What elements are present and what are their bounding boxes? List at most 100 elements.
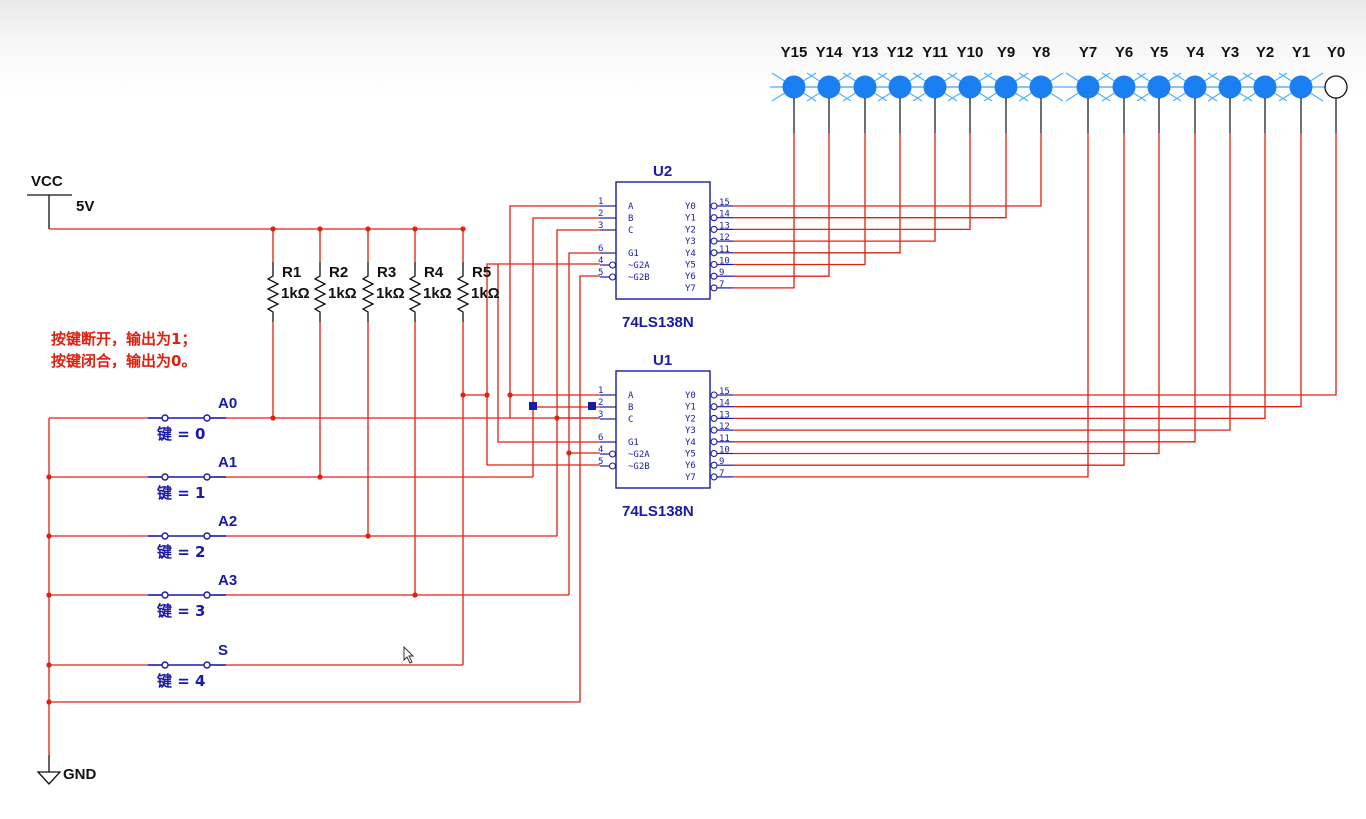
led-lamp: [817, 75, 841, 99]
junction-dot: [46, 662, 52, 668]
pin-number: 4: [598, 256, 603, 266]
led-label: Y7: [1079, 44, 1097, 61]
pin-name: G1: [628, 438, 639, 448]
led-y4[interactable]: Y4: [1171, 44, 1219, 133]
note-line-2: 按键闭合，输出为0。: [51, 352, 196, 370]
resistor-value: 1kΩ: [328, 285, 357, 302]
inversion-bubble: [710, 473, 718, 481]
led-lamp: [1324, 75, 1348, 99]
switch-contact: [203, 473, 211, 481]
inversion-bubble: [710, 284, 718, 292]
switch-label: S: [218, 642, 228, 659]
u2-output-wire: [733, 133, 1007, 219]
switch-contact: [203, 414, 211, 422]
a2-to-u2-wire: [556, 229, 600, 536]
pin-name: Y5: [685, 450, 696, 460]
switch-contact: [161, 532, 169, 540]
led-label: Y14: [816, 44, 843, 61]
pin-number: 15: [719, 387, 730, 397]
inversion-bubble: [710, 202, 718, 210]
chip-body: [615, 370, 711, 489]
switch-contact: [161, 591, 169, 599]
junction-dot: [270, 415, 276, 421]
u1-g1-wire: [497, 264, 600, 443]
junction-dot: [46, 533, 52, 539]
led-y10[interactable]: Y10: [946, 44, 994, 133]
led-y8[interactable]: Y8: [1017, 44, 1065, 133]
led-y6[interactable]: Y6: [1100, 44, 1148, 133]
led-y3[interactable]: Y3: [1206, 44, 1254, 133]
junction-dot: [365, 226, 371, 232]
led-y9[interactable]: Y9: [982, 44, 1030, 133]
led-lamp: [853, 75, 877, 99]
pin-name: Y0: [685, 202, 696, 212]
led-y13[interactable]: Y13: [841, 44, 889, 133]
junction-dot: [412, 226, 418, 232]
pin-name: ~G2A: [628, 261, 650, 271]
led-y11[interactable]: Y11: [911, 44, 959, 133]
switch-a0[interactable]: A0键 = 0: [148, 395, 237, 443]
chip-ref: U1: [653, 352, 672, 369]
led-label: Y1: [1292, 44, 1310, 61]
vcc-source[interactable]: VCC 5V: [27, 173, 94, 229]
resistor-name: R2: [329, 264, 348, 281]
led-y1[interactable]: Y1: [1277, 44, 1325, 133]
gnd-to-u2-g2b-wire: [579, 275, 600, 702]
led-y5[interactable]: Y5: [1135, 44, 1183, 133]
switch-key-label: 键 = 4: [156, 672, 205, 690]
switch-group[interactable]: A0键 = 0 A1键 = 1 A2键 = 2 A3键 = 3 S 键 = 4: [148, 395, 237, 690]
pin-number: 7: [719, 280, 724, 290]
led-lamp: [1218, 75, 1242, 99]
led-y2[interactable]: Y2: [1241, 44, 1289, 133]
led-label: Y6: [1115, 44, 1133, 61]
pin-number: 5: [598, 268, 603, 278]
switch-contact: [161, 473, 169, 481]
led-label: Y9: [997, 44, 1015, 61]
pin-name: Y4: [685, 438, 696, 448]
inversion-bubble: [608, 450, 617, 458]
switch-a3[interactable]: A3键 = 3: [148, 572, 237, 620]
a3-to-u2-wire: [568, 252, 600, 595]
inversion-bubble: [710, 438, 718, 446]
switch-a2[interactable]: A2键 = 2: [148, 513, 237, 561]
switch-s[interactable]: S 键 = 4: [148, 642, 228, 690]
switch-contact: [203, 591, 211, 599]
led-y7[interactable]: Y7: [1064, 44, 1112, 133]
pin-name: ~G2A: [628, 450, 650, 460]
inversion-bubble: [710, 391, 718, 399]
pin-name: Y1: [685, 403, 696, 413]
vcc-label: VCC: [31, 173, 63, 190]
wire-handle[interactable]: [588, 402, 596, 410]
resistor-name: R3: [377, 264, 396, 281]
pin-name: B: [628, 403, 633, 413]
led-y12[interactable]: Y12: [876, 44, 924, 133]
wire-handle[interactable]: [529, 402, 537, 410]
led-label: Y8: [1032, 44, 1050, 61]
u2-output-wire: [733, 133, 936, 242]
led-y15[interactable]: Y15: [770, 44, 818, 133]
u2-output-wires: [733, 133, 1042, 289]
pin-name: ~G2B: [628, 462, 650, 472]
pin-number: 15: [719, 198, 730, 208]
gnd-symbol[interactable]: GND: [36, 755, 97, 785]
led-lamp: [1029, 75, 1053, 99]
led-y14[interactable]: Y14: [805, 44, 853, 133]
switch-a1[interactable]: A1键 = 1: [148, 454, 237, 502]
led-y0[interactable]: Y0: [1324, 44, 1348, 133]
junction-dot: [365, 533, 371, 539]
pin-name: A: [628, 202, 634, 212]
led-lamp: [1183, 75, 1207, 99]
pin-number: 6: [598, 433, 603, 443]
